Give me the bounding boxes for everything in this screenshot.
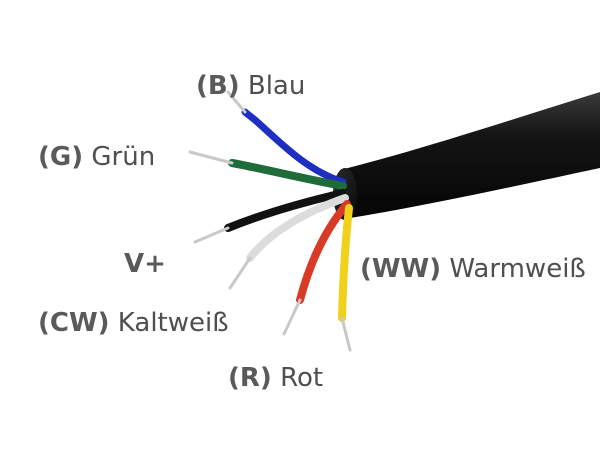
- label-name: Kaltweiß: [117, 308, 229, 338]
- wire-black: [193, 189, 347, 244]
- wire-white: [228, 194, 349, 290]
- label-code: (CW): [38, 308, 110, 338]
- label-code: (WW): [360, 254, 442, 284]
- wire-red: [282, 200, 351, 336]
- label-code: (R): [228, 363, 272, 393]
- label-name: Rot: [280, 363, 324, 393]
- cable-jacket: [340, 92, 600, 218]
- label-red-wire: (R) Rot: [228, 365, 323, 391]
- label-blue-wire: (B) Blau: [196, 73, 305, 99]
- label-yellow-wire: (WW) Warmweiß: [360, 256, 586, 282]
- label-code: (G): [38, 142, 84, 172]
- label-name: Warmweiß: [449, 254, 586, 284]
- label-code: (B): [196, 71, 240, 101]
- label-green-wire: (G) Grün: [38, 144, 155, 170]
- label-name: Grün: [91, 142, 156, 172]
- wire-green: [188, 150, 347, 190]
- wire-blue: [226, 90, 347, 186]
- wire-yellow: [338, 204, 353, 352]
- label-code: V+: [124, 249, 166, 279]
- label-name: Blau: [247, 71, 306, 101]
- label-black-wire: V+: [124, 251, 166, 277]
- label-white-wire: (CW) Kaltweiß: [38, 310, 229, 336]
